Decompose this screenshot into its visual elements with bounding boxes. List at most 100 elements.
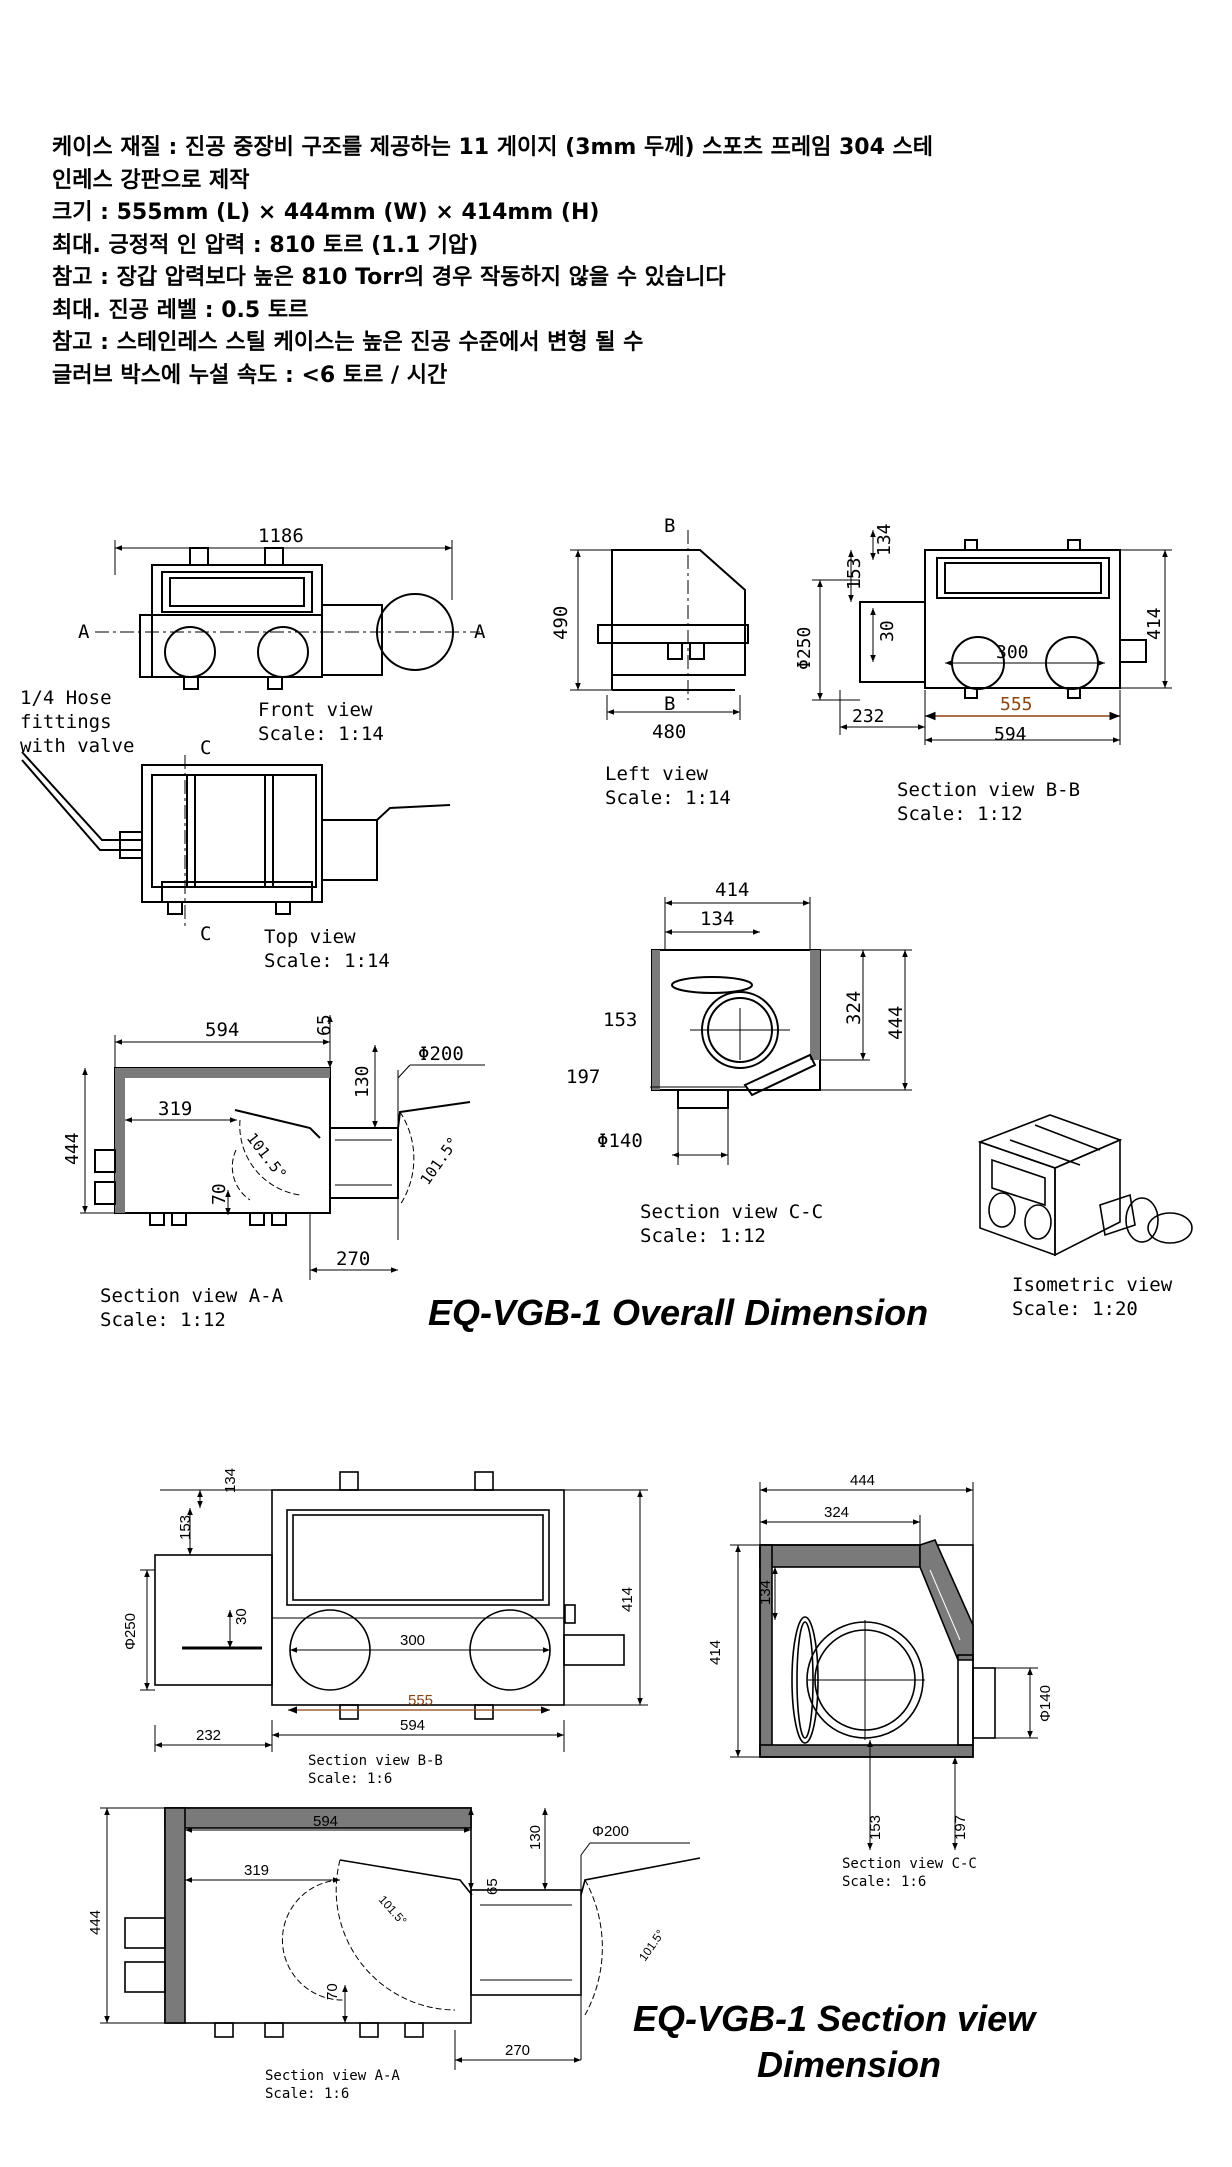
lcc-dim-444: 444 [850, 1472, 875, 1489]
front-view [95, 540, 480, 690]
lcc-dim-197: 197 [952, 1815, 969, 1840]
lcc-dim-153: 153 [867, 1815, 884, 1840]
section-labels: 134 153 Φ250 30 300 414 555 232 594 Sect… [87, 1468, 1054, 2102]
aa-caption: Section view A-A [100, 1285, 284, 1307]
lbb-dim-414: 414 [619, 1587, 636, 1612]
left-view [570, 530, 749, 720]
hose-label-line3: with valve [20, 735, 134, 757]
aa-dim-65: 65 [314, 1014, 335, 1036]
front-view-caption: Front view [258, 699, 373, 721]
front-section-mark-a-left: A [78, 621, 90, 643]
hose-label-line1: 1/4 Hose [20, 687, 112, 709]
laa-dim-594: 594 [313, 1813, 338, 1830]
lbb-dim-300: 300 [400, 1632, 425, 1649]
aa-angle-2: 101.5° [417, 1134, 463, 1189]
section-dimension-title-line1: EQ-VGB-1 Section view [633, 1998, 1037, 2039]
left-section-mark-b-bottom: B [664, 693, 675, 715]
cc-scale: Scale: 1:12 [640, 1225, 766, 1247]
laa-dim-65: 65 [484, 1878, 501, 1895]
large-section-aa [100, 1807, 701, 2070]
lbb-dim-232: 232 [196, 1727, 221, 1744]
lcc-caption: Section view C-C [842, 1856, 977, 1872]
aa-dim-270: 270 [336, 1248, 370, 1270]
overall-dimension-title: EQ-VGB-1 Overall Dimension [428, 1292, 928, 1333]
laa-dim-270: 270 [505, 2042, 530, 2059]
top-view-scale: Scale: 1:14 [264, 950, 390, 972]
bb-dim-414: 414 [1144, 607, 1165, 640]
lbb-dim-153: 153 [177, 1515, 194, 1540]
spec-case-material-cont: 인레스 강판으로 제작 [52, 167, 250, 193]
bb-dim-232: 232 [852, 706, 885, 727]
spec-case-material: 케이스 재질 : 진공 중장비 구조를 제공하는 11 게이지 (3mm 두께)… [52, 135, 934, 160]
aa-dim-200: Φ200 [418, 1043, 464, 1065]
aa-dim-70: 70 [209, 1183, 230, 1205]
front-section-mark-a-right: A [474, 621, 486, 643]
large-section-bb [140, 1471, 648, 1752]
iso-scale: Scale: 1:20 [1012, 1298, 1138, 1320]
left-view-caption: Left view [605, 763, 709, 785]
top-section-mark-c-top: C [200, 737, 211, 759]
cc-dim-414: 414 [715, 879, 749, 901]
lcc-dim-140: Φ140 [1037, 1685, 1054, 1722]
spec-leak-rate: 글러브 박스에 누설 속도 : <6 토르 / 시간 [52, 362, 448, 388]
laa-dim-200: Φ200 [592, 1823, 629, 1840]
laa-scale: Scale: 1:6 [265, 2086, 349, 2102]
front-view-scale: Scale: 1:14 [258, 723, 384, 745]
lcc-dim-134: 134 [757, 1580, 774, 1605]
laa-caption: Section view A-A [265, 2068, 400, 2084]
lbb-dim-555: 555 [408, 1692, 433, 1709]
spec-max-pressure: 최대. 긍정적 인 압력 : 810 토르 (1.1 기압) [52, 232, 479, 258]
bb-dim-30: 30 [877, 620, 898, 642]
aa-dim-319: 319 [158, 1098, 192, 1120]
bb-caption: Section view B-B [897, 779, 1080, 801]
section-dimension-title-line2: Dimension [757, 2044, 941, 2085]
spec-note-deform: 참고 : 스테인레스 스틸 케이스는 높은 진공 수준에서 변형 될 수 [52, 330, 644, 355]
left-dim-480: 480 [652, 721, 686, 743]
cc-caption: Section view C-C [640, 1201, 823, 1223]
front-dim-1186: 1186 [258, 525, 304, 547]
overall-dimension-sheet [21, 530, 1193, 1280]
overall-labels: 1186 A A Front view Scale: 1:14 1/4 Hose… [20, 515, 1173, 1333]
laa-dim-319: 319 [244, 1862, 269, 1879]
bb-dim-153: 153 [844, 557, 865, 590]
bb-scale: Scale: 1:12 [897, 803, 1023, 825]
left-dim-490: 490 [550, 606, 572, 640]
section-dimension-sheet [100, 1471, 1038, 2070]
cc-dim-324: 324 [843, 991, 865, 1025]
specifications-block: 케이스 재질 : 진공 중장비 구조를 제공하는 11 게이지 (3mm 두께)… [52, 132, 1212, 392]
laa-dim-444: 444 [87, 1910, 104, 1935]
section-view-aa [80, 1015, 485, 1280]
top-section-mark-c-bottom: C [200, 923, 211, 945]
lbb-dim-30: 30 [233, 1608, 250, 1625]
cc-dim-134: 134 [700, 908, 734, 930]
top-view [21, 751, 451, 928]
section-view-bb [812, 530, 1172, 745]
bb-dim-594: 594 [994, 724, 1027, 745]
left-view-scale: Scale: 1:14 [605, 787, 731, 809]
isometric-view [977, 1114, 1193, 1257]
spec-size: 크기 : 555mm (L) × 444mm (W) × 414mm (H) [52, 200, 600, 225]
lbb-caption: Section view B-B [308, 1753, 443, 1769]
aa-angle-1: 101.5° [243, 1129, 291, 1183]
lbb-dim-134: 134 [222, 1468, 239, 1493]
top-view-caption: Top view [264, 926, 356, 948]
large-section-cc [730, 1482, 1038, 1850]
laa-angle-1: 101.5° [376, 1893, 410, 1928]
aa-scale: Scale: 1:12 [100, 1309, 226, 1331]
lcc-dim-324: 324 [824, 1504, 849, 1521]
spec-max-vacuum: 최대. 진공 레벨 : 0.5 토르 [52, 297, 309, 323]
laa-dim-70: 70 [324, 1983, 341, 2000]
cc-dim-153: 153 [603, 1009, 637, 1031]
bb-dim-134: 134 [874, 523, 895, 556]
hose-label-line2: fittings [20, 711, 112, 733]
bb-dim-555: 555 [1000, 694, 1033, 715]
laa-angle-2: 101.5° [636, 1927, 668, 1964]
iso-caption: Isometric view [1012, 1274, 1173, 1296]
cc-dim-140: Φ140 [597, 1130, 643, 1152]
aa-dim-444: 444 [62, 1132, 83, 1165]
cc-dim-444: 444 [885, 1006, 907, 1040]
aa-dim-130: 130 [352, 1065, 373, 1098]
lbb-dim-250: Φ250 [122, 1613, 139, 1650]
spec-note-pressure: 참고 : 장갑 압력보다 높은 810 Torr의 경우 작동하지 않을 수 있… [52, 265, 726, 290]
